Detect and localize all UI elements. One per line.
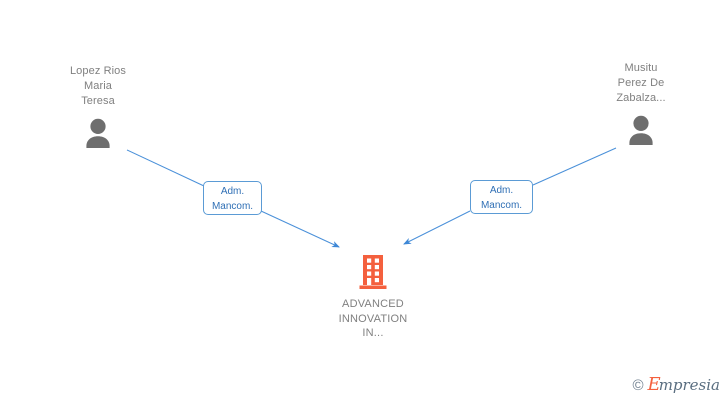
- person-right-name: Musitu Perez De Zabalza...: [616, 62, 666, 104]
- relation-label-left[interactable]: Adm. Mancom.: [203, 181, 262, 215]
- person-node-left[interactable]: Lopez Rios Maria Teresa: [33, 64, 163, 148]
- company-name: ADVANCED INNOVATION IN...: [338, 298, 408, 339]
- brand-initial: E: [647, 374, 661, 395]
- brand-name: mpresia: [658, 376, 720, 394]
- edge-left-upper: [126, 149, 205, 187]
- company-node[interactable]: ADVANCED INNOVATION IN...: [303, 255, 443, 341]
- person-left-name: Lopez Rios Maria Teresa: [69, 65, 127, 107]
- relation-label-right[interactable]: Adm. Mancom.: [470, 180, 533, 214]
- person-node-right[interactable]: Musitu Perez De Zabalza...: [576, 61, 706, 145]
- person-icon: [629, 115, 653, 145]
- building-icon: [359, 255, 387, 289]
- edge-right-lower: [403, 210, 471, 245]
- empresia-watermark: © Empresia: [632, 376, 720, 395]
- edge-right-upper: [532, 147, 617, 186]
- edge-left-lower: [260, 210, 340, 248]
- person-icon: [86, 118, 110, 148]
- copyright-icon: ©: [632, 377, 644, 394]
